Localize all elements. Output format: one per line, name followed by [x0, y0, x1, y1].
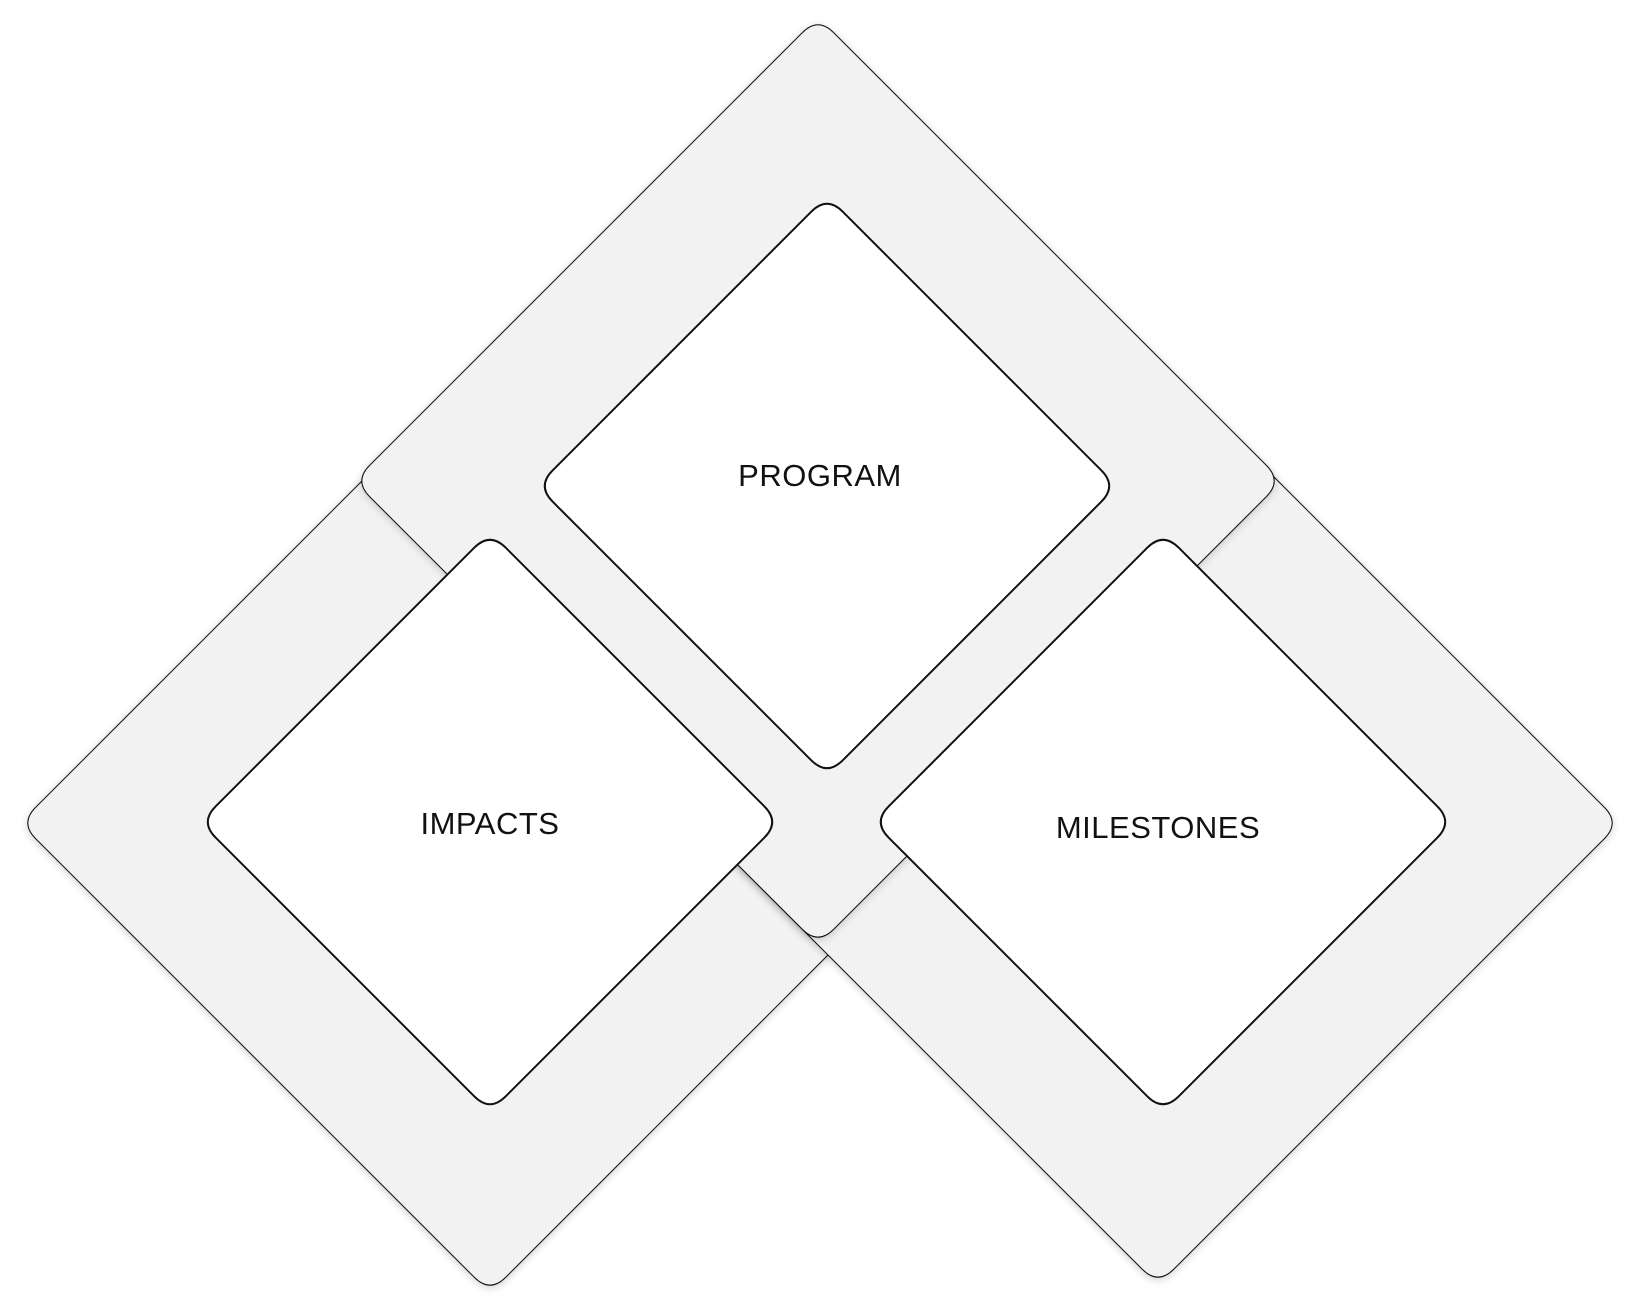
program-diamond	[543, 202, 1111, 770]
program-label: PROGRAM	[738, 458, 902, 493]
diamond-labels: PROGRAM IMPACTS MILESTONES	[421, 458, 1260, 845]
milestones-diamond	[879, 538, 1447, 1106]
inner-diamonds	[206, 202, 1447, 1106]
milestones-label: MILESTONES	[1056, 810, 1260, 845]
impacts-diamond	[206, 538, 774, 1106]
impacts-label: IMPACTS	[421, 806, 560, 841]
